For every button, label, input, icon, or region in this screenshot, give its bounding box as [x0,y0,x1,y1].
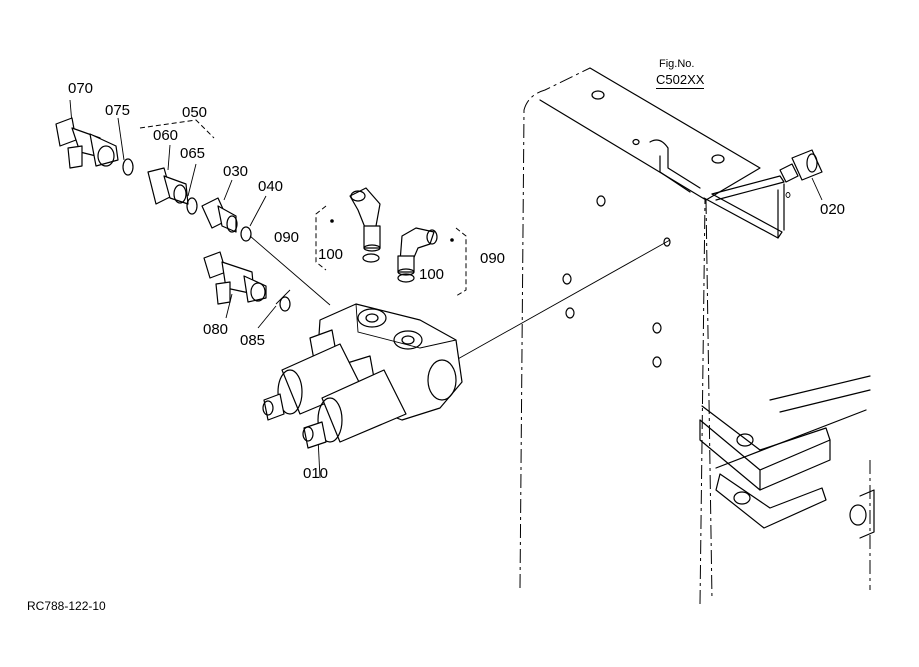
part-085-ring [279,296,291,312]
fig-caption: Fig.No. [659,58,695,70]
part-label-060: 060 [153,127,179,144]
part-070-valve [55,117,119,169]
part-label-100-right: 100 [419,266,445,283]
drawing-code: RC788-122-10 [27,599,106,613]
part-label-085: 085 [240,332,266,349]
fig-number: C502XX [656,72,705,89]
part-label-100-left: 100 [318,246,344,263]
part-label-070: 070 [68,80,94,97]
bracket-090-left [315,205,327,271]
part-label-075: 075 [105,102,131,119]
part-label-090-right: 090 [480,250,506,267]
part-030-plug [201,197,238,233]
part-label-065: 065 [180,145,206,162]
part-010-valve-block [262,303,463,449]
chassis-frame [519,67,875,605]
leader-lines [69,99,671,479]
dot-090-right [450,238,454,242]
part-label-050: 050 [182,104,208,121]
part-100-ring-left [362,253,380,263]
dot-090-left [330,219,334,223]
part-080-valve [203,251,267,305]
part-label-020: 020 [820,201,846,218]
part-040-ring [240,226,252,242]
bracket-050 [139,119,215,139]
part-090-elbow-right [397,227,438,276]
part-label-090-left: 090 [274,229,300,246]
part-060-adaptor [147,167,189,205]
part-label-030: 030 [223,163,249,180]
part-label-010: 010 [303,465,329,482]
bracket-090-right [455,227,467,297]
part-label-080: 080 [203,321,229,338]
part-100-ring-right [397,273,415,283]
part-label-040: 040 [258,178,284,195]
part-065-ring [186,197,198,215]
part-020-fitting [779,149,823,201]
part-075-ring [122,158,134,176]
part-090-elbow-left [349,187,381,252]
